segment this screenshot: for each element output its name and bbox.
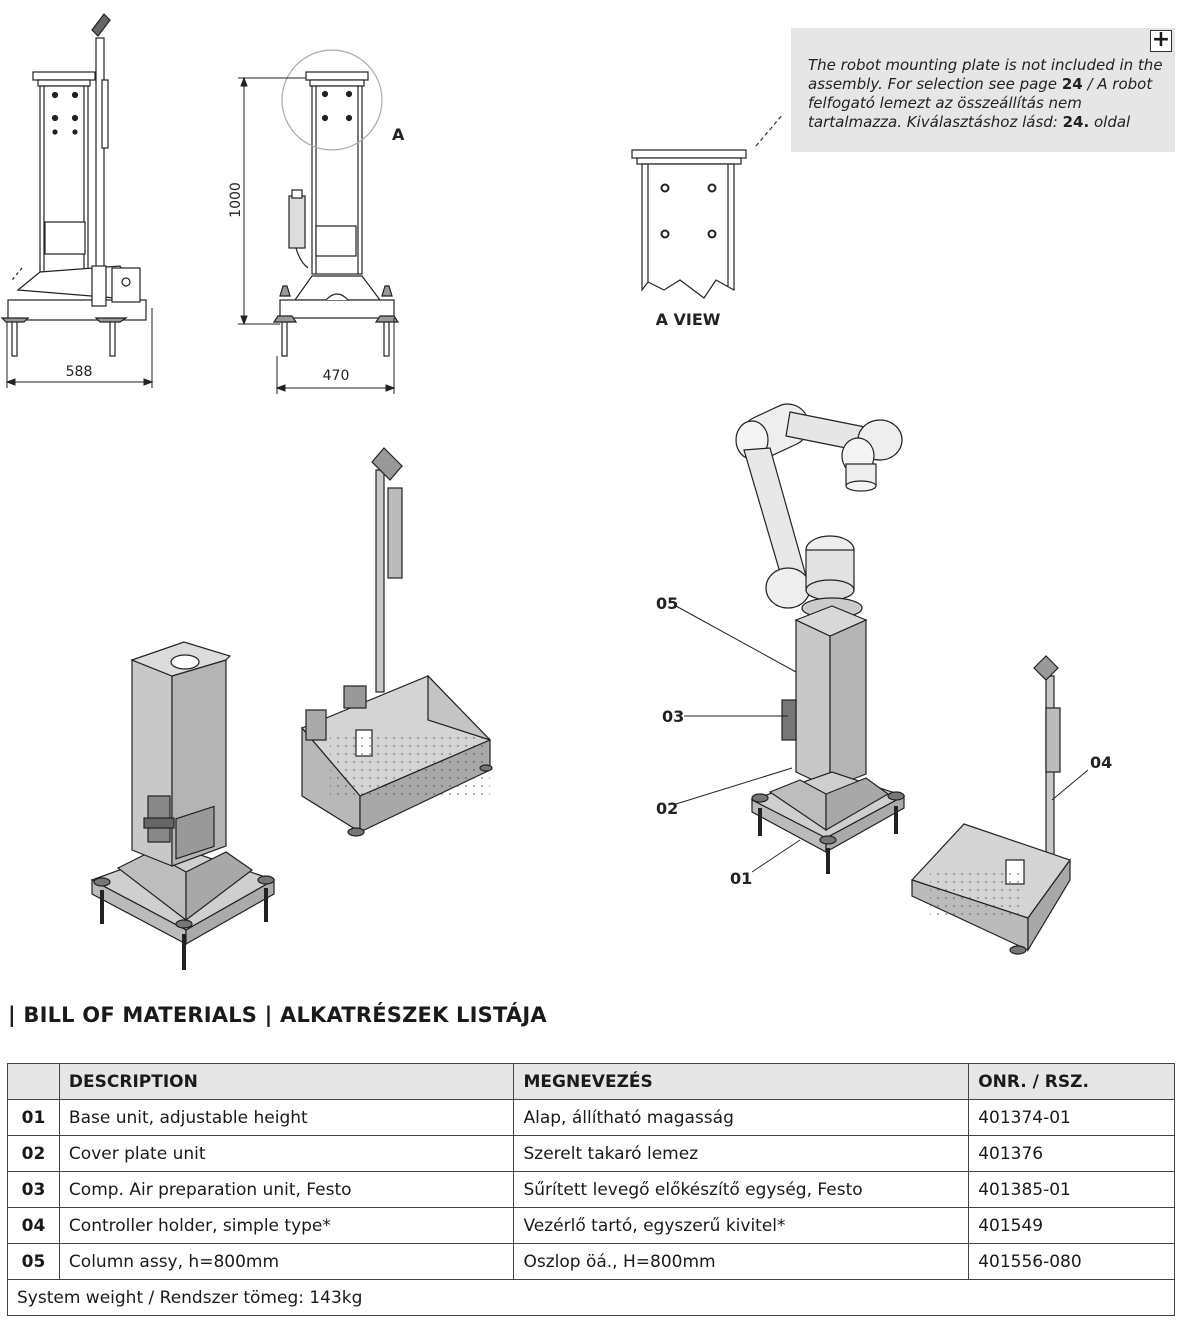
row-description: Base unit, adjustable height (58, 1099, 515, 1136)
front-height-dim: 1000 (228, 182, 244, 218)
row-megnevezes: Szerelt takaró lemez (513, 1135, 970, 1172)
table-row: 03 Comp. Air preparation unit, Festo Sűr… (7, 1171, 1175, 1208)
bom-table: DESCRIPTION MEGNEVEZÉS ONR. / RSZ. 01 Ba… (7, 1063, 1175, 1316)
note-text-1: The robot mounting plate is not included… (808, 56, 1163, 93)
row-megnevezes: Oszlop öá., H=800mm (513, 1243, 970, 1280)
detail-marker-a: A (392, 125, 405, 144)
callout-02: 02 (656, 799, 678, 818)
a-view-label: A VIEW (656, 310, 721, 329)
row-megnevezes: Vezérlő tartó, egyszerű kivitel* (513, 1207, 970, 1244)
note-page-num-2: 24. (1062, 113, 1090, 131)
row-num: 03 (7, 1171, 60, 1208)
note-text-2: / A robot felfogató lemezt az összeállít… (808, 75, 1153, 131)
header-megnevezes: MEGNEVEZÉS (513, 1063, 970, 1100)
a-view-drawing (631, 113, 784, 299)
callout-03: 03 (662, 707, 684, 726)
header-description: DESCRIPTION (58, 1063, 515, 1100)
row-num: 04 (7, 1207, 60, 1244)
row-part-no: 401385-01 (968, 1171, 1175, 1208)
technical-drawings: 588 A 1000 (0, 13, 1112, 970)
callout-05: 05 (656, 594, 678, 613)
table-row: 05 Column assy, h=800mm Oszlop öá., H=80… (7, 1243, 1175, 1280)
expand-button[interactable]: + (1150, 27, 1172, 52)
bom-footer-row: System weight / Rendszer tömeg: 143kg (7, 1279, 1175, 1316)
row-num: 02 (7, 1135, 60, 1172)
row-description: Column assy, h=800mm (58, 1243, 515, 1280)
table-row: 02 Cover plate unit Szerelt takaró lemez… (7, 1135, 1175, 1172)
row-part-no: 401556-080 (968, 1243, 1175, 1280)
callout-01: 01 (730, 869, 752, 888)
front-view-drawing (272, 71, 400, 357)
front-width-dim: 470 (323, 368, 350, 384)
row-num: 05 (7, 1243, 60, 1280)
table-row: 04 Controller holder, simple type* Vezér… (7, 1207, 1175, 1244)
row-description: Comp. Air preparation unit, Festo (58, 1171, 515, 1208)
side-view-drawing (0, 13, 147, 357)
row-description: Controller holder, simple type* (58, 1207, 515, 1244)
note-page-num-1: 24 (1061, 75, 1083, 93)
table-row: 01 Base unit, adjustable height Alap, ál… (7, 1099, 1175, 1136)
header-part-no: ONR. / RSZ. (968, 1063, 1175, 1100)
bom-title: | BILL OF MATERIALS | ALKATRÉSZEK LISTÁJ… (8, 1003, 547, 1027)
system-weight: System weight / Rendszer tömeg: 143kg (7, 1279, 1175, 1316)
row-megnevezes: Alap, állítható magasság (513, 1099, 970, 1136)
bom-header-row: DESCRIPTION MEGNEVEZÉS ONR. / RSZ. (7, 1063, 1175, 1100)
iso-holder-drawing (301, 447, 493, 837)
row-megnevezes: Sűrített levegő előkészítő egység, Festo (513, 1171, 970, 1208)
row-description: Cover plate unit (58, 1135, 515, 1172)
iso-column-drawing (90, 641, 276, 970)
mounting-plate-note: The robot mounting plate is not included… (791, 28, 1175, 152)
row-part-no: 401376 (968, 1135, 1175, 1172)
side-width-dim: 588 (66, 364, 93, 380)
header-num (7, 1063, 60, 1100)
row-num: 01 (7, 1099, 60, 1136)
note-text-3: oldal (1089, 113, 1131, 131)
row-part-no: 401374-01 (968, 1099, 1175, 1136)
iso-robot-drawing (735, 403, 1071, 955)
callout-04: 04 (1090, 753, 1112, 772)
row-part-no: 401549 (968, 1207, 1175, 1244)
